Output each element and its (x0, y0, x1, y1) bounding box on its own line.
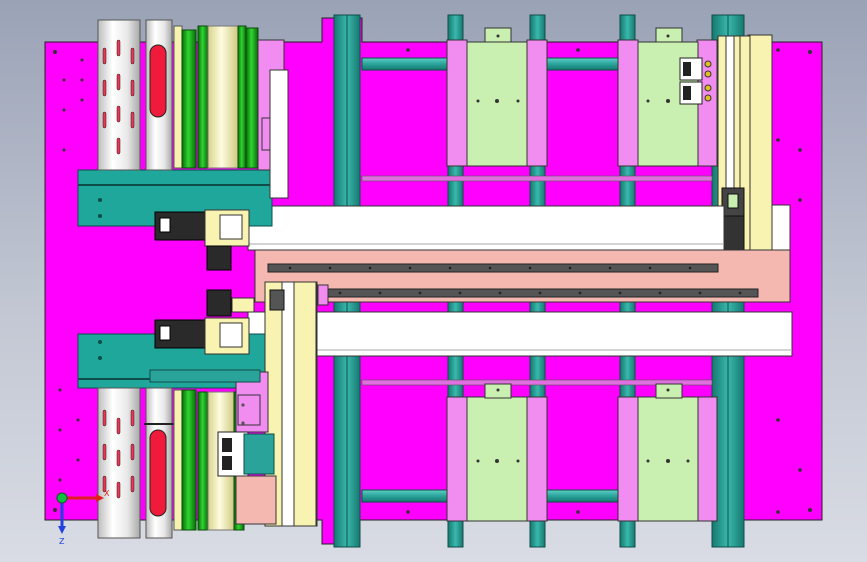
roller-green-upper-1[interactable] (173, 25, 197, 169)
gantry-beam-upper[interactable] (247, 205, 725, 251)
slot-strip (361, 175, 713, 386)
carriage-top-2[interactable] (617, 27, 718, 167)
motor-lower[interactable] (154, 289, 255, 355)
beam-mount-plate[interactable] (254, 249, 791, 303)
gear-panel-lower (149, 369, 277, 525)
roller-white-lower-2[interactable] (144, 387, 180, 539)
sensor-block (679, 57, 712, 105)
carriage-bottom-2[interactable] (617, 383, 718, 522)
shaft-bottom[interactable] (361, 489, 622, 503)
roller-cream-upper[interactable] (197, 25, 259, 169)
gantry-beam-lower[interactable] (247, 311, 793, 357)
x-axis-label: X (104, 489, 110, 498)
carriage-top-1[interactable] (446, 27, 548, 167)
coordinate-triad (56, 492, 104, 534)
motor-upper[interactable] (154, 209, 250, 271)
roller-white-upper-2[interactable] (145, 19, 173, 171)
carriage-bottom-1[interactable] (446, 383, 548, 522)
z-axis-label: Z (59, 537, 65, 546)
roller-white-upper-1[interactable] (97, 19, 141, 171)
roller-white-lower-1[interactable] (97, 387, 141, 539)
gear-panel-upper (257, 39, 289, 199)
